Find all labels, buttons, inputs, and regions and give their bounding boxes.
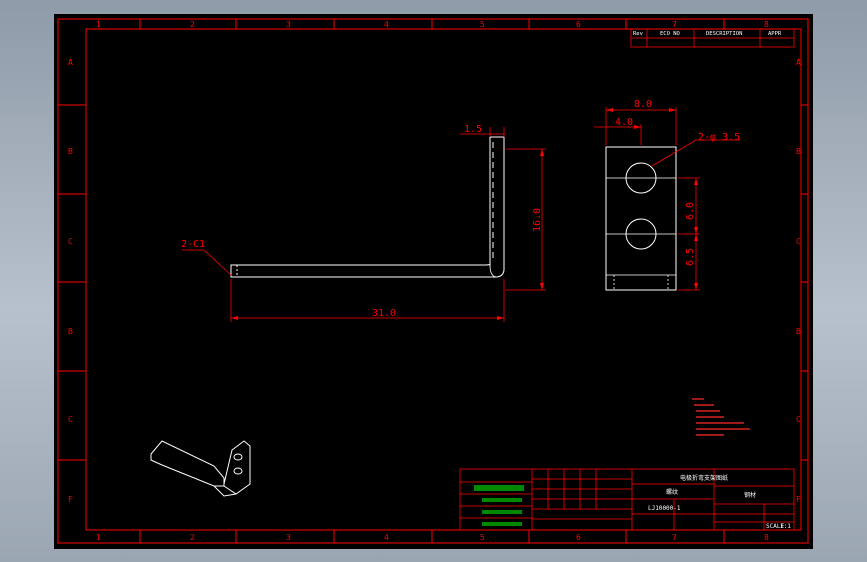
drawing-frame bbox=[57, 18, 809, 544]
drawing-number: LJ10000-1 bbox=[648, 505, 681, 512]
zone-row-label: B bbox=[796, 147, 801, 156]
zone-row-label: C bbox=[796, 237, 801, 246]
zone-row-label: B bbox=[796, 327, 801, 336]
sheet-scale: 1:1 bbox=[780, 523, 791, 530]
zone-col-label: 1 bbox=[96, 20, 101, 29]
dim-hole-bottom: 6.5 bbox=[685, 248, 696, 266]
inner-border bbox=[85, 28, 802, 531]
zone-row-label: C bbox=[796, 415, 801, 424]
drawing-canvas: 1 2 3 4 5 6 7 8 1 2 3 4 5 6 7 8 A B C B … bbox=[57, 18, 809, 544]
scale-label: SCALE bbox=[766, 523, 784, 530]
zone-col-label: 4 bbox=[384, 533, 389, 542]
project-title: 电极折弯支架图纸 bbox=[680, 474, 728, 482]
zone-col-label: 4 bbox=[384, 20, 389, 29]
front-outline bbox=[605, 146, 677, 291]
zone-col-label: 3 bbox=[286, 533, 291, 542]
zone-row-label: C bbox=[68, 415, 73, 424]
zone-col-label: 3 bbox=[286, 20, 291, 29]
zone-col-label: 2 bbox=[190, 20, 195, 29]
zone-ticks bbox=[58, 19, 808, 543]
zone-col-label: 6 bbox=[576, 20, 581, 29]
zone-col-label: 5 bbox=[480, 20, 485, 29]
isometric-view bbox=[150, 440, 251, 497]
zone-row-label: C bbox=[68, 237, 73, 246]
dim-thickness: 1.5 bbox=[464, 124, 482, 135]
cad-viewport: 1 2 3 4 5 6 7 8 1 2 3 4 5 6 7 8 A B C B … bbox=[54, 14, 813, 549]
dim-length: 31.0 bbox=[372, 308, 396, 319]
zone-col-label: 8 bbox=[764, 533, 769, 542]
rev-header: Rev bbox=[633, 31, 644, 37]
zone-row-label: F bbox=[796, 495, 801, 504]
side-view: 1.5 16.0 31.0 2-C1 bbox=[181, 124, 546, 322]
dim-hole-x: 4.0 bbox=[615, 117, 633, 128]
zone-row-label: F bbox=[68, 495, 73, 504]
zone-col-label: 7 bbox=[672, 20, 677, 29]
zone-row-label: B bbox=[68, 327, 73, 336]
outer-border bbox=[57, 18, 809, 544]
dim-hole-pitch: 6.0 bbox=[685, 202, 696, 220]
zone-col-label: 8 bbox=[764, 20, 769, 29]
zone-col-label: 2 bbox=[190, 533, 195, 542]
zone-col-label: 1 bbox=[96, 533, 101, 542]
rev-header: APPR bbox=[768, 31, 782, 37]
zone-col-label: 7 bbox=[672, 533, 677, 542]
hole-callout: 2-φ 3.5 bbox=[698, 132, 740, 143]
zone-row-label: A bbox=[796, 58, 801, 67]
zone-row-label: A bbox=[68, 58, 73, 67]
chamfer-label: 2-C1 bbox=[181, 239, 205, 250]
zone-labels: 1 2 3 4 5 6 7 8 1 2 3 4 5 6 7 8 A B C B … bbox=[68, 20, 801, 542]
title-block: 电极折弯支架图纸 螺纹 钢材 LJ10000-1 SCALE 1:1 bbox=[459, 468, 795, 531]
zone-col-label: 6 bbox=[576, 533, 581, 542]
revision-table: Rev ECO NO DESCRIPTION APPR bbox=[630, 28, 795, 48]
technical-notes bbox=[692, 398, 750, 436]
dim-width: 8.0 bbox=[634, 99, 652, 110]
dim-height: 16.0 bbox=[532, 208, 543, 232]
front-view: 8.0 4.0 2-φ 3.5 6.0 6.5 bbox=[594, 99, 740, 291]
rev-header: ECO NO bbox=[660, 31, 680, 37]
material: 钢材 bbox=[744, 491, 756, 499]
bracket-side-outline bbox=[230, 136, 505, 278]
part-name: 螺纹 bbox=[666, 488, 678, 496]
zone-row-label: B bbox=[68, 147, 73, 156]
rev-header: DESCRIPTION bbox=[706, 31, 742, 37]
zone-col-label: 5 bbox=[480, 533, 485, 542]
